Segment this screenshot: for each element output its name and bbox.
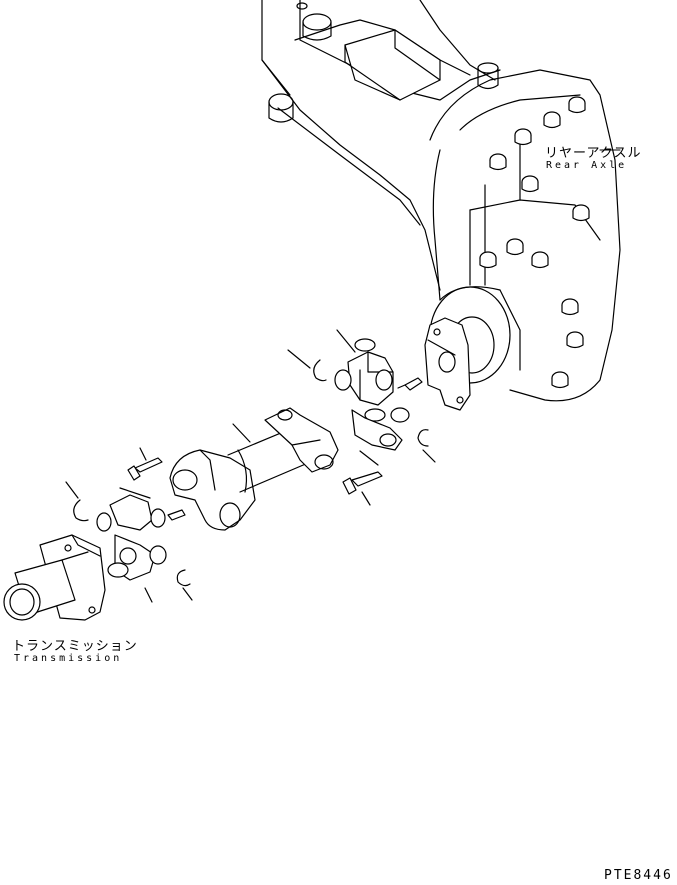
transmission-label-jp: トランスミッション bbox=[12, 639, 138, 654]
drawing-code: PTE8446 bbox=[604, 868, 673, 883]
rear-axle-label-jp: リヤーアクスル bbox=[545, 146, 642, 161]
rear-axle-label-en: Rear Axle bbox=[546, 160, 628, 171]
propeller-shaft bbox=[170, 408, 338, 530]
universal-joint-rear bbox=[288, 330, 435, 505]
universal-joint-front bbox=[66, 448, 192, 602]
transmission-output bbox=[4, 535, 105, 620]
rear-axle-housing bbox=[262, 0, 620, 410]
transmission-label-en: Transmission bbox=[14, 653, 123, 664]
